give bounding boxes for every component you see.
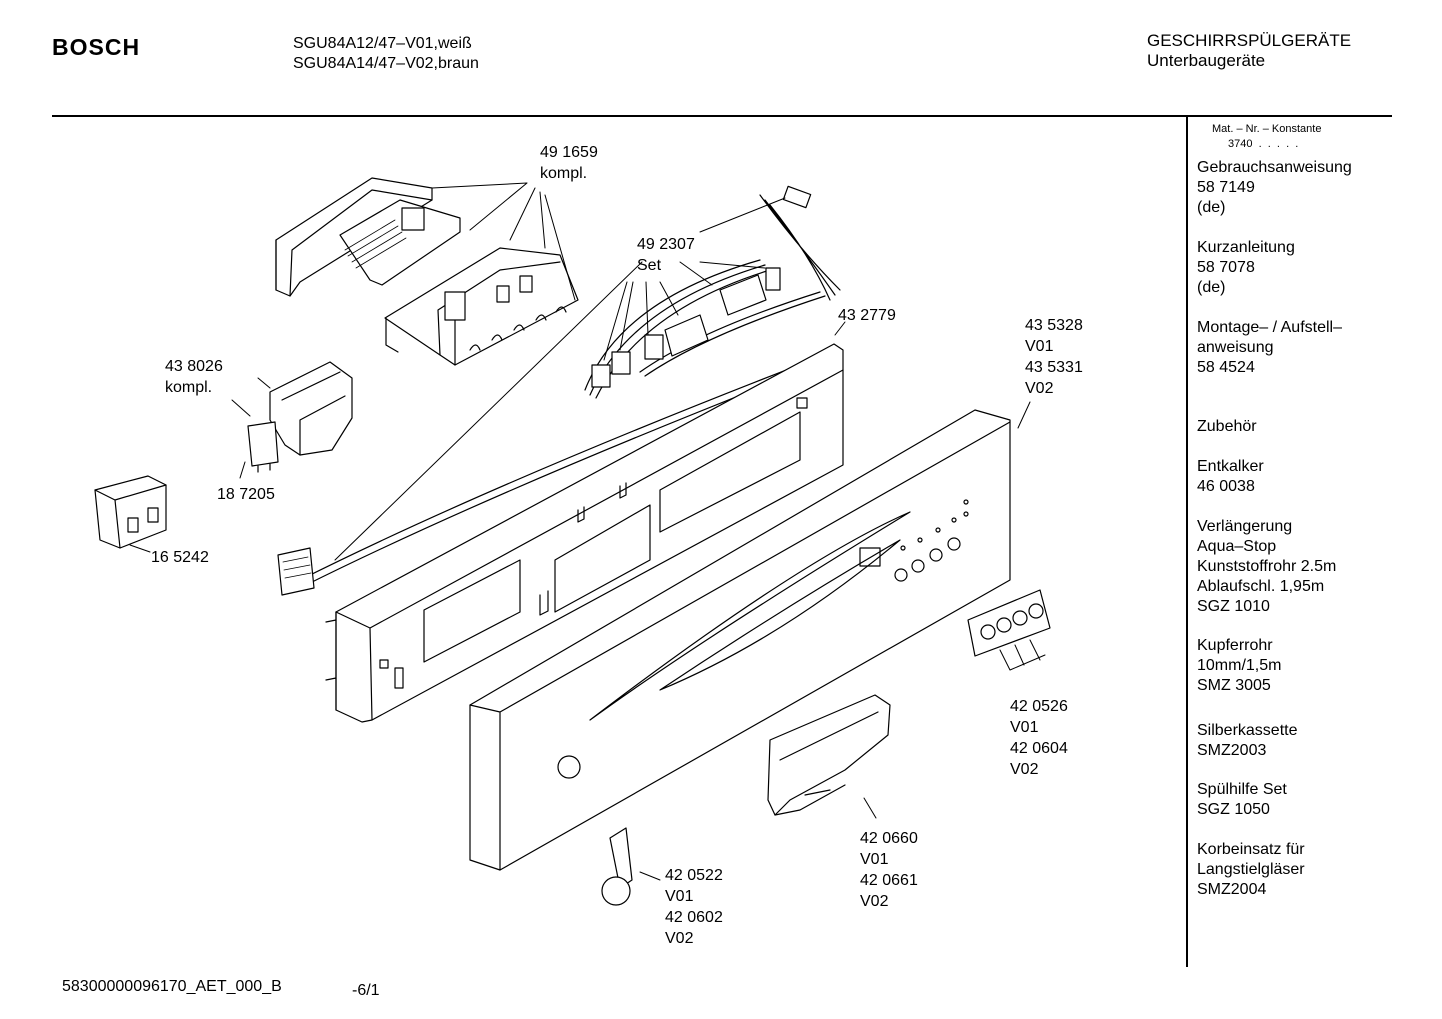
part-number: 42 0661 [860, 872, 918, 889]
category-line: Unterbaugeräte [1147, 51, 1266, 70]
sidebar-group: Gebrauchsanweisung 58 7149 (de) [1197, 158, 1352, 218]
sidebar-item-title: Spülhilfe Set [1197, 781, 1287, 798]
sidebar-item-title: Zubehör [1197, 418, 1257, 435]
part-number: 42 0602 [665, 909, 723, 926]
sidebar-group: Zubehör [1197, 417, 1257, 437]
part-note: kompl. [165, 379, 213, 396]
model-list: SGU84A12/47–V01,weiß SGU84A14/47–V02,bra… [293, 34, 479, 74]
sidebar-item-title: Kunststoffrohr 2.5m [1197, 558, 1337, 575]
sidebar-item-title: Gebrauchsanweisung [1197, 159, 1352, 176]
sidebar-group: Verlängerung Aqua–Stop Kunststoffrohr 2.… [1197, 517, 1336, 617]
sidebar-item-number: SMZ2003 [1197, 742, 1267, 759]
part-number: 43 2779 [838, 307, 896, 324]
part-number: 18 7205 [217, 486, 275, 503]
part-label-438026: 43 8026 kompl. [165, 356, 223, 398]
mat-header: Mat. – Nr. – Konstante [1212, 123, 1322, 135]
sidebar-item-title: Aqua–Stop [1197, 538, 1277, 555]
part-label-435328: 43 5328 V01 43 5331 V02 [1025, 315, 1083, 399]
front-panel-drawing [469, 409, 1011, 871]
part-variant: V02 [1025, 380, 1054, 397]
mat-value: 3740 . . . . . [1228, 138, 1299, 150]
part-number: 43 8026 [165, 358, 223, 375]
sidebar-item-number: SMZ2004 [1197, 881, 1267, 898]
leader-lines [129, 182, 1046, 881]
sidebar-item-number: SGZ 1050 [1197, 801, 1270, 818]
sidebar-item-number: SMZ 3005 [1197, 677, 1271, 694]
terminal-block-drawing [94, 475, 167, 549]
part-number: 43 5331 [1025, 359, 1083, 376]
knob-drawing [601, 827, 633, 906]
sidebar-item-note: (de) [1197, 279, 1226, 296]
sidebar-group: Entkalker 46 0038 [1197, 457, 1264, 497]
sidebar-item-title: Kurzanleitung [1197, 239, 1295, 256]
sidebar-group: Spülhilfe Set SGZ 1050 [1197, 780, 1287, 820]
part-label-165242: 16 5242 [151, 547, 209, 568]
part-variant: V01 [665, 888, 694, 905]
part-number: 42 0660 [860, 830, 918, 847]
part-number: 49 2307 [637, 236, 695, 253]
part-label-491659: 49 1659 kompl. [540, 142, 598, 184]
part-label-187205: 18 7205 [217, 484, 275, 505]
brand-logo: BOSCH [52, 34, 141, 60]
part-label-420522: 42 0522 V01 42 0602 V02 [665, 865, 723, 949]
sidebar-item-title: anweisung [1197, 339, 1274, 356]
model-line: SGU84A12/47–V01,weiß [293, 35, 472, 52]
sidebar-item-title: Montage– / Aufstell– [1197, 319, 1342, 336]
sidebar-item-title: Ablaufschl. 1,95m [1197, 578, 1325, 595]
model-line: SGU84A14/47–V02,braun [293, 55, 479, 72]
category-title: GESCHIRRSPÜLGERÄTE Unterbaugeräte [1147, 31, 1351, 71]
part-label-420526: 42 0526 V01 42 0604 V02 [1010, 696, 1068, 780]
inner-frame-drawing [325, 343, 844, 723]
part-note: Set [637, 257, 662, 274]
control-module-drawing [275, 177, 579, 366]
part-note: kompl. [540, 165, 588, 182]
part-label-492307: 49 2307 Set [637, 234, 695, 276]
wire-harness-drawing [277, 185, 841, 596]
sidebar-group: Kupferrohr 10mm/1,5m SMZ 3005 [1197, 636, 1281, 696]
sidebar-group: Silberkassette SMZ2003 [1197, 721, 1298, 761]
part-variant: V01 [860, 851, 889, 868]
sidebar-group: Montage– / Aufstell– anweisung 58 4524 [1197, 318, 1342, 378]
sidebar-group: Kurzanleitung 58 7078 (de) [1197, 238, 1295, 298]
sidebar-item-number: 58 7149 [1197, 179, 1255, 196]
part-number: 42 0604 [1010, 740, 1068, 757]
button-set-drawing [967, 589, 1051, 657]
sidebar-item-number: SGZ 1010 [1197, 598, 1270, 615]
part-label-420660: 42 0660 V01 42 0661 V02 [860, 828, 918, 912]
part-variant: V02 [665, 930, 694, 947]
document-id: 58300000096170_AET_000_B [62, 978, 282, 995]
relay-drawing [247, 361, 353, 473]
page-number: -6/1 [352, 982, 380, 999]
sidebar-item-title: Kupferrohr [1197, 637, 1273, 654]
sidebar-item-title: 10mm/1,5m [1197, 657, 1282, 674]
sidebar-item-note: (de) [1197, 199, 1226, 216]
sidebar-item-number: 46 0038 [1197, 478, 1255, 495]
part-variant: V02 [1010, 761, 1039, 778]
sidebar-divider [1186, 117, 1188, 967]
sidebar-group: Korbeinsatz für Langstielgläser SMZ2004 [1197, 840, 1305, 900]
sidebar-item-number: 58 4524 [1197, 359, 1255, 376]
part-label-432779: 43 2779 [838, 305, 896, 326]
handle-drawing [767, 694, 891, 816]
header-divider [52, 115, 1392, 117]
category-line: GESCHIRRSPÜLGERÄTE [1147, 31, 1352, 50]
sidebar-item-title: Entkalker [1197, 458, 1264, 475]
part-number: 16 5242 [151, 549, 209, 566]
part-variant: V01 [1010, 719, 1039, 736]
part-variant: V01 [1025, 338, 1054, 355]
part-variant: V02 [860, 893, 889, 910]
sidebar-item-title: Langstielgläser [1197, 861, 1305, 878]
sidebar-item-title: Silberkassette [1197, 722, 1298, 739]
sidebar-item-title: Verlängerung [1197, 518, 1293, 535]
part-number: 49 1659 [540, 144, 598, 161]
part-number: 42 0522 [665, 867, 723, 884]
sidebar-item-number: 58 7078 [1197, 259, 1255, 276]
part-number: 43 5328 [1025, 317, 1083, 334]
sidebar-item-title: Korbeinsatz für [1197, 841, 1305, 858]
part-number: 42 0526 [1010, 698, 1068, 715]
